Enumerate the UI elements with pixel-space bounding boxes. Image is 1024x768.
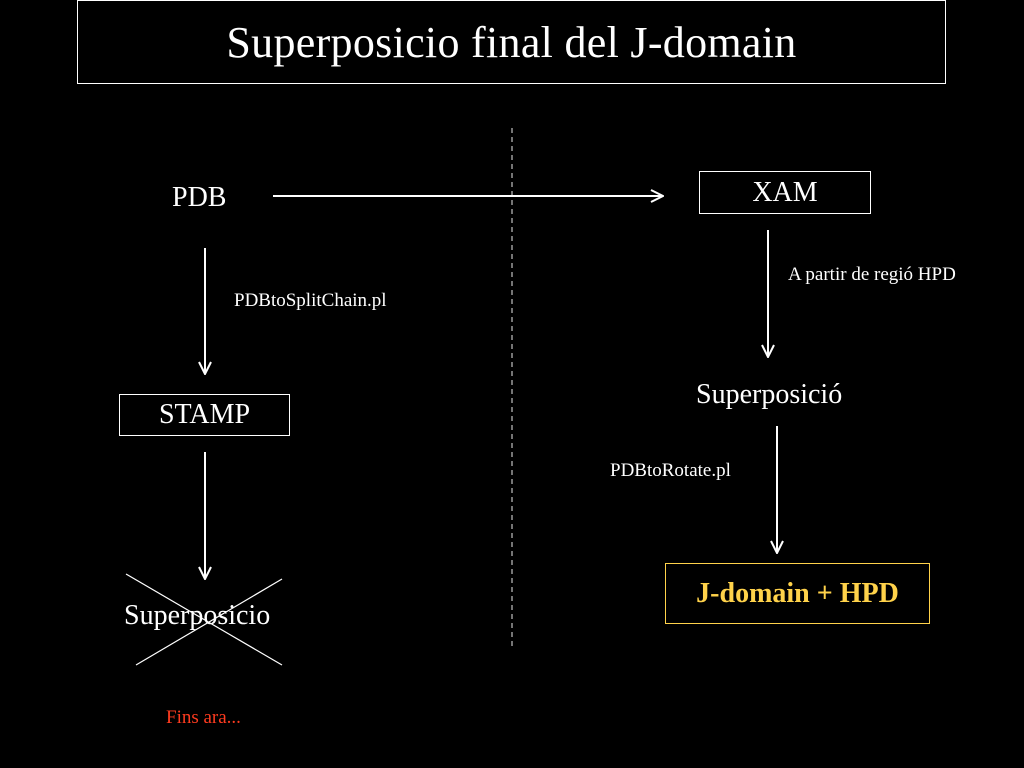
note-fins-ara: Fins ara... bbox=[166, 707, 241, 728]
node-jdomain-hpd-box: J-domain + HPD bbox=[665, 563, 930, 624]
node-jdomain-hpd: J-domain + HPD bbox=[696, 577, 899, 609]
node-xam: XAM bbox=[752, 176, 818, 208]
slide-title: Superposicio final del J-domain bbox=[226, 17, 797, 67]
node-superposicio-right: Superposició bbox=[696, 379, 843, 410]
node-pdb: PDB bbox=[172, 182, 227, 213]
label-a-partir-hpd: A partir de regió HPD bbox=[788, 264, 956, 285]
x-cross-icon bbox=[125, 573, 283, 666]
slide-title-box: Superposicio final del J-domain bbox=[77, 0, 946, 84]
label-pdbtorotate: PDBtoRotate.pl bbox=[610, 460, 731, 481]
node-stamp: STAMP bbox=[158, 399, 251, 430]
node-stamp-box: STAMP bbox=[119, 394, 290, 436]
node-superposicio-crossed: Superposicio bbox=[124, 600, 271, 631]
node-xam-box: XAM bbox=[699, 171, 871, 214]
label-pdbtosplitchain: PDBtoSplitChain.pl bbox=[234, 290, 387, 311]
